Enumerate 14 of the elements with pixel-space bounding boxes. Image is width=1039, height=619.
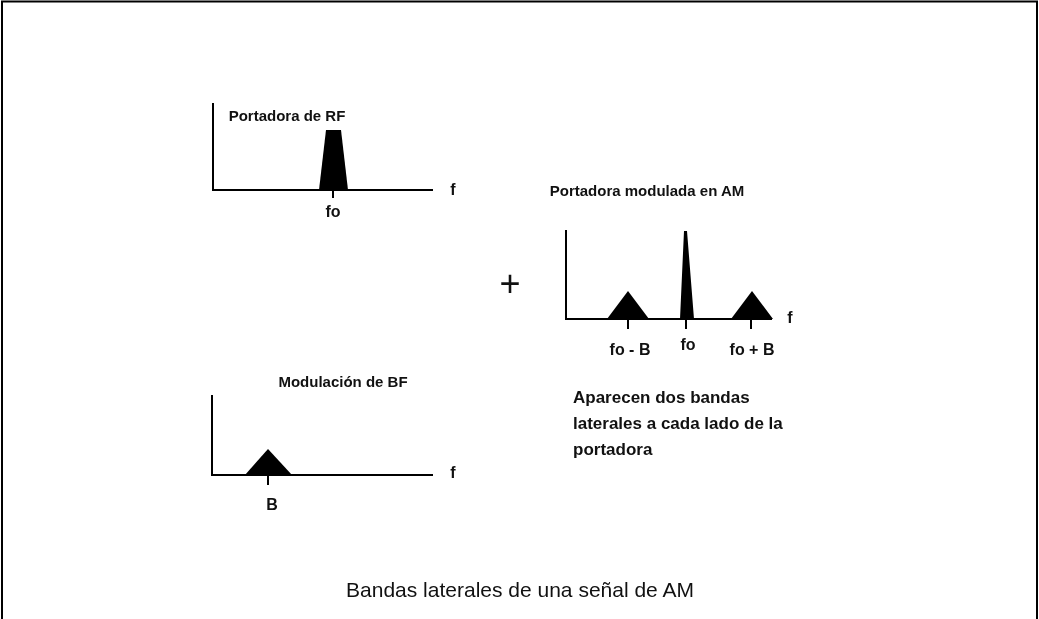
axis-label: f — [450, 181, 456, 199]
plus-sign: + — [499, 263, 521, 305]
panel-title: Modulación de BF — [278, 372, 408, 390]
tick-label: fo — [325, 203, 341, 221]
axis-label: f — [787, 309, 793, 327]
tick-label: B — [266, 496, 278, 514]
caption: Bandas laterales de una señal de AM — [346, 578, 694, 602]
tick-label: fo - B — [609, 341, 651, 359]
tick-label: fo — [680, 336, 696, 354]
tick-label: fo + B — [729, 341, 775, 359]
note-text: Aparecen dos bandas laterales a cada lado de la portadora — [573, 387, 784, 461]
axis-label: f — [450, 464, 456, 482]
panel-title: Portadora modulada en AM — [549, 181, 745, 199]
panel-title: Portadora de RF — [228, 106, 346, 124]
